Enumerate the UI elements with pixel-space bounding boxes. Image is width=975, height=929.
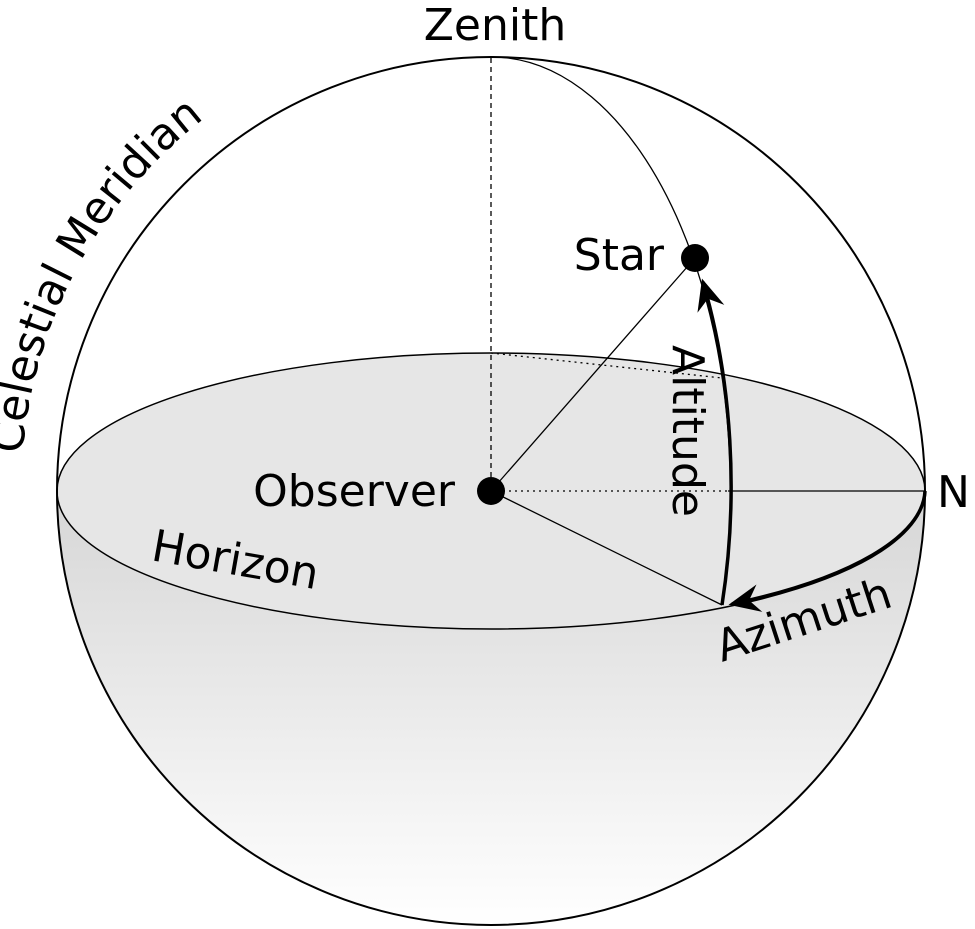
star-label: Star: [574, 230, 665, 281]
observer-azimuth-line: [490, 490, 723, 606]
observer-label: Observer: [253, 466, 456, 517]
altitude-arrow: [697, 278, 733, 606]
observer-dot: [477, 477, 505, 505]
observer-star-line: [490, 257, 696, 492]
altitude-label: Altitude: [662, 345, 713, 517]
meridian-hidden-dotted: [490, 352, 723, 379]
azimuth-arrow: [728, 490, 927, 612]
star-dot: [681, 244, 709, 272]
north-label: N: [937, 467, 970, 518]
zenith-label: Zenith: [424, 0, 566, 51]
